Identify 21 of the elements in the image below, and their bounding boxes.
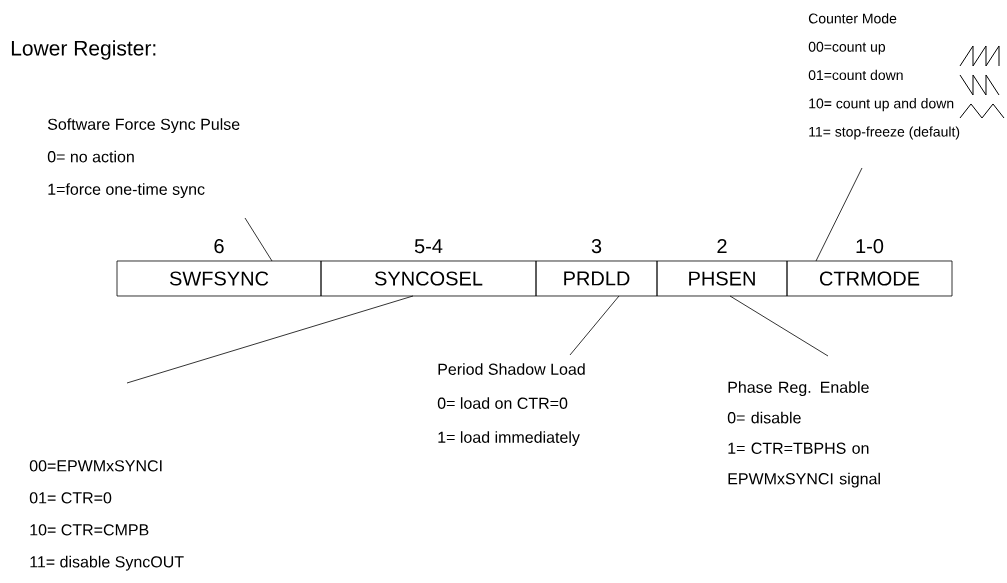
register-field-box: SYNCOSEL — [320, 260, 537, 297]
register-field-box: CTRMODE — [786, 260, 953, 297]
leader-line — [126, 295, 414, 384]
bit-number: 3 — [591, 239, 602, 254]
leader-line — [244, 217, 273, 262]
register-field-box: SWFSYNC — [116, 260, 322, 297]
description-text: Phase Reg. Enable 0= disable 1= CTR=TBPHS on EPWMxSYNCI signal — [727, 381, 880, 488]
description-text: Counter Mode 00=count up 01=count down 10= count up and down 11= stop-freeze (default) — [808, 13, 960, 140]
register-field-box: PHSEN — [656, 260, 788, 297]
bit-number: 1-0 — [856, 239, 884, 254]
leader-line — [729, 295, 829, 357]
leader-line — [569, 295, 620, 356]
description-text: 00=EPWMxSYNCI 01= CTR=0 10= CTR=CMPB 11= disable SyncOUT — [29, 460, 184, 571]
bit-number: 2 — [717, 239, 727, 253]
heading: Lower Register: — [11, 40, 156, 60]
leader-line — [815, 167, 863, 262]
bit-number: 5-4 — [414, 239, 443, 254]
description-text: Software Force Sync Pulse 0= no action 1=force one-time sync — [47, 118, 240, 199]
description-text: Period Shadow Load 0= load on CTR=0 1= load immediately — [437, 363, 585, 447]
bit-number: 6 — [214, 239, 224, 254]
register-field-box: PRDLD — [535, 260, 658, 297]
